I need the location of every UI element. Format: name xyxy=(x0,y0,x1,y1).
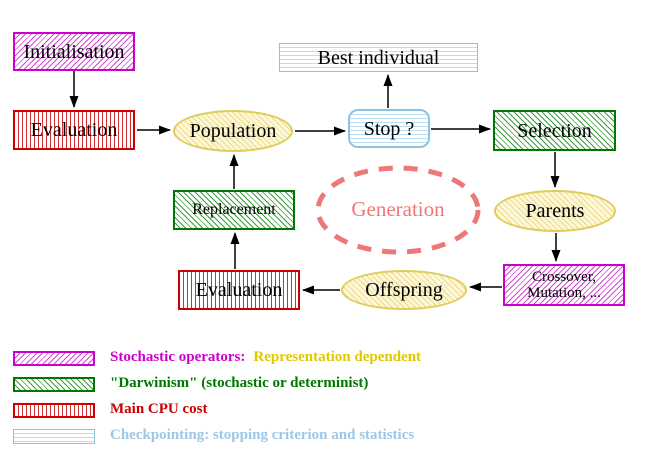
legend-label-cpu-cost: Main CPU cost xyxy=(110,401,208,417)
crossover-line1: Crossover, xyxy=(532,268,596,285)
legend-text-representation: Representation dependent xyxy=(253,349,422,365)
node-best-individual: Best individual xyxy=(279,43,478,72)
legend-swatch-darwinism xyxy=(13,377,95,392)
node-offspring: Offspring xyxy=(341,270,467,310)
node-population: Population xyxy=(173,110,293,152)
node-selection: Selection xyxy=(493,110,616,151)
node-evaluation-top: Evaluation xyxy=(13,110,135,150)
legend-label-darwinism: "Darwinism" (stochastic or determinist) xyxy=(110,375,369,391)
node-crossover-mutation: Crossover, Mutation, ... xyxy=(503,264,625,306)
node-stop: Stop ? xyxy=(348,109,430,148)
generation-dashed-ellipse xyxy=(315,165,481,255)
legend-swatch-stochastic-operators xyxy=(13,351,95,366)
legend-text-stochastic: Stochastic operators: xyxy=(110,349,246,365)
legend-swatch-cpu-cost xyxy=(13,403,95,418)
legend-swatch-checkpointing xyxy=(13,429,95,444)
node-replacement: Replacement xyxy=(173,190,295,230)
node-parents: Parents xyxy=(494,190,616,232)
node-evaluation-bottom: Evaluation xyxy=(178,270,300,310)
legend-label-stochastic-operators: Stochastic operators: Representation depe… xyxy=(110,349,421,366)
crossover-line2: Mutation, ... xyxy=(527,285,601,301)
legend-label-checkpointing: Checkpointing: stopping criterion and st… xyxy=(110,427,415,443)
generation-label: Generation xyxy=(351,197,445,222)
node-initialisation: Initialisation xyxy=(13,32,135,71)
